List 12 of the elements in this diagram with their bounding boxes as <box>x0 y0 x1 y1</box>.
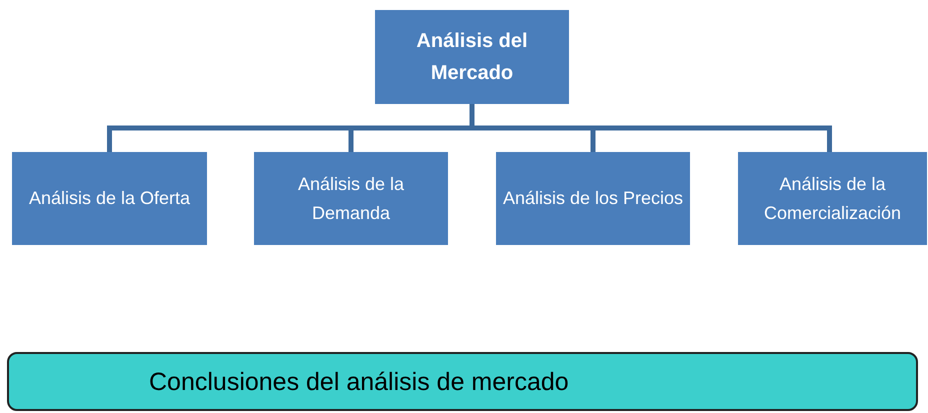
box-label: Análisis de la Oferta <box>28 187 190 210</box>
process-box <box>738 152 927 245</box>
box-label: Conclusiones del análisis de mercado <box>149 366 569 398</box>
process-box <box>375 10 569 104</box>
box-label: Análisis de los Precios <box>502 187 684 210</box>
box-label: Análisis de la Demanda <box>296 172 406 224</box>
conclusion-box <box>7 352 918 411</box>
process-box <box>496 152 690 245</box>
box-label: Análisis de la Comercialización <box>762 172 902 224</box>
box-label: Análisis del Mercado <box>415 29 529 86</box>
process-box <box>12 152 207 245</box>
process-box <box>254 152 448 245</box>
